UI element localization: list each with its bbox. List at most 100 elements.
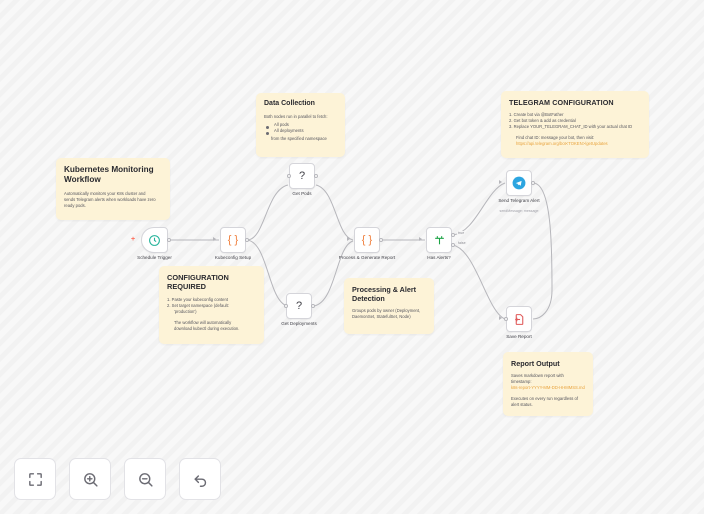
input-arrow-icon	[499, 180, 502, 184]
note-line: 'production')	[174, 308, 197, 314]
note-title: CONFIGURATION REQUIRED	[167, 273, 229, 292]
node-label: Kubeconfig Setup	[214, 255, 252, 260]
input-port[interactable]	[283, 304, 288, 308]
note-line: The workflow will automatically	[174, 319, 232, 325]
note-body: Groups pods by owner (Deployment, Daemon…	[352, 308, 426, 320]
node-label: Get Deployments	[281, 321, 317, 326]
edge-label-true: true	[457, 231, 466, 235]
node-label: Has Alerts?	[427, 255, 451, 260]
note-line: ready pods.	[64, 202, 86, 208]
sticky-note-telegram-config[interactable]: TELEGRAM CONFIGURATION 1. Create bot via…	[501, 91, 649, 158]
node-body[interactable]: { }	[354, 227, 383, 253]
input-arrow-icon	[499, 316, 502, 320]
question-mark-icon: ?	[298, 169, 306, 182]
input-arrow-icon	[419, 237, 422, 241]
node-body[interactable]: { }	[220, 227, 249, 253]
canvas-toolbar	[14, 458, 221, 500]
reset-icon	[193, 474, 206, 487]
note-title: TELEGRAM CONFIGURATION	[509, 98, 614, 107]
output-port[interactable]	[310, 304, 315, 308]
zoom-out-icon	[138, 472, 153, 487]
telegram-api-url[interactable]: https://api.telegram.org/bot<TOKEN>/getU…	[516, 141, 608, 147]
note-line: Executes on every run regardless of	[511, 396, 579, 402]
zoom-in-button[interactable]	[69, 458, 111, 500]
zoom-in-icon	[83, 472, 98, 487]
node-label: Process & Generate Report	[338, 255, 396, 260]
add-node-plus-icon[interactable]: +	[131, 236, 136, 243]
node-send-telegram-alert[interactable]: Send Telegram Alert sendMessage: message	[498, 170, 540, 213]
sticky-note-workflow-title[interactable]: Kubernetes Monitoring Workflow Automatic…	[56, 158, 170, 220]
node-process-generate-report[interactable]: { } Process & Generate Report	[339, 227, 395, 260]
fit-view-button[interactable]	[14, 458, 56, 500]
note-body: 1. Paste your kubeconfig content 2. Set …	[167, 297, 256, 332]
question-mark-icon: ?	[295, 299, 303, 312]
node-label: Schedule Trigger	[137, 255, 172, 260]
note-body: Saves markdown report with timestamp: k8…	[511, 373, 585, 408]
note-title: Processing & Alert Detection	[352, 285, 417, 303]
filter-switch-icon	[434, 235, 444, 244]
clock-icon	[149, 234, 160, 246]
note-line: download kubectl during execution.	[174, 325, 240, 331]
output-port-true[interactable]	[450, 233, 455, 237]
input-port[interactable]	[286, 174, 291, 178]
sticky-note-config-required[interactable]: CONFIGURATION REQUIRED 1. Paste your kub…	[159, 266, 264, 344]
output-port-false[interactable]	[450, 243, 455, 247]
note-line: 1. Paste your kubeconfig content	[167, 296, 228, 302]
input-arrow-icon	[213, 237, 216, 241]
note-line: DaemonSet, StatefulSet, Node)	[352, 314, 411, 320]
output-port[interactable]	[166, 238, 171, 242]
note-title: Data Collection	[264, 100, 315, 107]
zoom-out-button[interactable]	[124, 458, 166, 500]
node-body[interactable]: ?	[283, 293, 315, 319]
note-bullet-list: All pods All deployments	[266, 122, 337, 136]
note-bullet: All deployments	[266, 128, 337, 136]
reset-button[interactable]	[179, 458, 221, 500]
note-line: Saves markdown report with	[511, 373, 564, 378]
output-port[interactable]	[313, 174, 318, 178]
sticky-note-processing[interactable]: Processing & Alert Detection Groups pods…	[344, 278, 434, 334]
note-body: Automatically monitors your K8s cluster …	[64, 191, 162, 209]
node-save-report[interactable]: Save Report	[499, 306, 532, 339]
note-line: sends Telegram alerts when workloads hav…	[64, 196, 156, 202]
output-port[interactable]	[530, 181, 535, 185]
input-arrow-icon	[347, 237, 350, 241]
sticky-note-data-collection[interactable]: Data Collection Both nodes run in parall…	[256, 93, 345, 157]
node-body[interactable]	[426, 227, 455, 253]
note-title: Report Output	[511, 359, 560, 368]
node-get-pods[interactable]: ? Get Pods	[286, 163, 318, 196]
node-has-alerts[interactable]: Has Alerts?	[419, 227, 455, 260]
convert-to-file-icon	[514, 313, 523, 325]
output-port[interactable]	[378, 238, 383, 242]
node-get-deployments[interactable]: ? Get Deployments	[281, 293, 317, 326]
node-label: Save Report	[506, 334, 532, 339]
note-bullet: All pods	[266, 122, 337, 129]
note-line: 2. Get bot token & add as credential	[509, 118, 576, 124]
node-label: Get Pods	[292, 191, 312, 196]
note-line: Automatically monitors your K8s cluster …	[64, 190, 146, 196]
node-kubeconfig-setup[interactable]: { } Kubeconfig Setup	[213, 227, 251, 260]
output-port[interactable]	[244, 238, 249, 242]
note-line: 3. Replace YOUR_TELEGRAM_CHAT_ID with yo…	[509, 124, 633, 130]
note-line: 2. Set target namespace (default:	[167, 302, 229, 308]
node-body[interactable]	[503, 306, 532, 332]
note-line: Both nodes run in parallel to fetch:	[264, 113, 328, 119]
input-port[interactable]	[503, 317, 508, 321]
note-line: 1. Create bot via @BotFather	[509, 112, 564, 117]
node-body[interactable]: ?	[286, 163, 318, 189]
note-line: timestamp:	[511, 379, 532, 385]
fit-view-icon	[28, 472, 42, 486]
code-braces-icon: { }	[361, 233, 373, 246]
node-body[interactable]	[141, 227, 171, 253]
code-braces-icon: { }	[227, 233, 239, 246]
note-line: Find chat ID: message your bot, then vis…	[516, 135, 595, 141]
telegram-icon	[512, 176, 526, 190]
sticky-note-report-output[interactable]: Report Output Saves markdown report with…	[503, 352, 593, 416]
node-schedule-trigger[interactable]: + Schedule Trigger	[131, 227, 172, 260]
node-label: Send Telegram Alert	[498, 198, 540, 203]
edge-label-false: false	[457, 241, 467, 245]
node-sublabel: sendMessage: message	[499, 209, 539, 213]
note-body: Both nodes run in parallel to fetch: All…	[264, 114, 337, 142]
node-body[interactable]	[506, 170, 535, 196]
note-line: from the specified namespace	[271, 136, 327, 142]
